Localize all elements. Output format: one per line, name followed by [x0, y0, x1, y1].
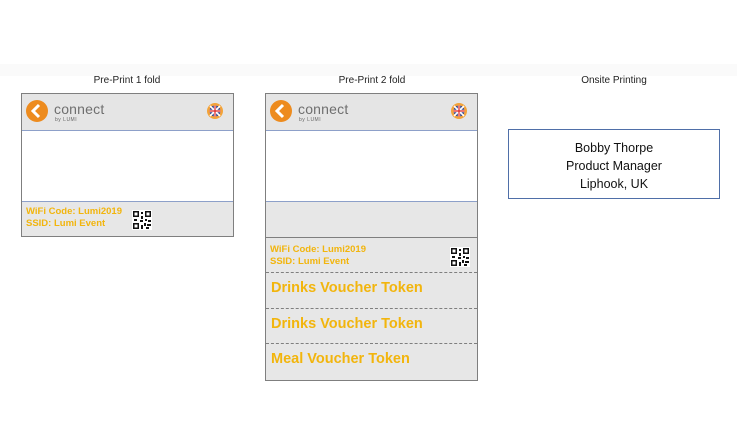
badge-card-2-fold: connect by LUMI WiFi Code: Lumi2019 SSID…: [265, 93, 478, 381]
brand-sub: by LUMI: [299, 117, 322, 123]
col-title-onsite-printing: Onsite Printing: [581, 75, 647, 86]
brand-name: connect: [54, 101, 105, 117]
uk-flag-icon: [451, 103, 467, 119]
wifi-code-text: WiFi Code: Lumi2019: [26, 206, 122, 217]
tear-line: [266, 343, 477, 344]
ssid-text: SSID: Lumi Event: [270, 256, 350, 267]
badge-card-1-fold: connect by LUMI WiFi Code: Lumi2019 SSID…: [21, 93, 234, 237]
onsite-print-label: Bobby Thorpe Product Manager Liphook, UK: [508, 129, 720, 199]
col-title-preprint-2-fold: Pre-Print 2 fold: [338, 75, 406, 86]
wifi-code-text: WiFi Code: Lumi2019: [270, 244, 366, 255]
voucher-token: Drinks Voucher Token: [266, 308, 477, 343]
tear-line: [266, 272, 477, 273]
col-title-preprint-1-fold: Pre-Print 1 fold: [93, 75, 161, 86]
qr-code-icon: [132, 210, 152, 230]
uk-flag-icon: [207, 103, 223, 119]
fold-line: [266, 237, 477, 238]
badge-name-area: [266, 131, 477, 202]
qr-code-icon: [450, 247, 470, 267]
voucher-token: Drinks Voucher Token: [266, 272, 477, 307]
lumi-chevron-icon: [26, 100, 48, 122]
attendee-location: Liphook, UK: [579, 177, 649, 191]
voucher-token: Meal Voucher Token: [266, 343, 477, 378]
tear-line: [266, 308, 477, 309]
voucher-token-label: Drinks Voucher Token: [271, 280, 423, 296]
voucher-token-label: Meal Voucher Token: [271, 351, 410, 367]
ssid-text: SSID: Lumi Event: [26, 218, 106, 229]
brand-sub: by LUMI: [55, 117, 78, 123]
badge-header: connect by LUMI: [266, 94, 477, 131]
badge-header: connect by LUMI: [22, 94, 233, 131]
attendee-title: Product Manager: [566, 159, 662, 173]
lumi-chevron-icon: [270, 100, 292, 122]
badge-name-area: [22, 131, 233, 202]
brand-name: connect: [298, 101, 349, 117]
top-band: [0, 64, 737, 76]
voucher-token-label: Drinks Voucher Token: [271, 316, 423, 332]
attendee-name: Bobby Thorpe: [574, 141, 654, 155]
